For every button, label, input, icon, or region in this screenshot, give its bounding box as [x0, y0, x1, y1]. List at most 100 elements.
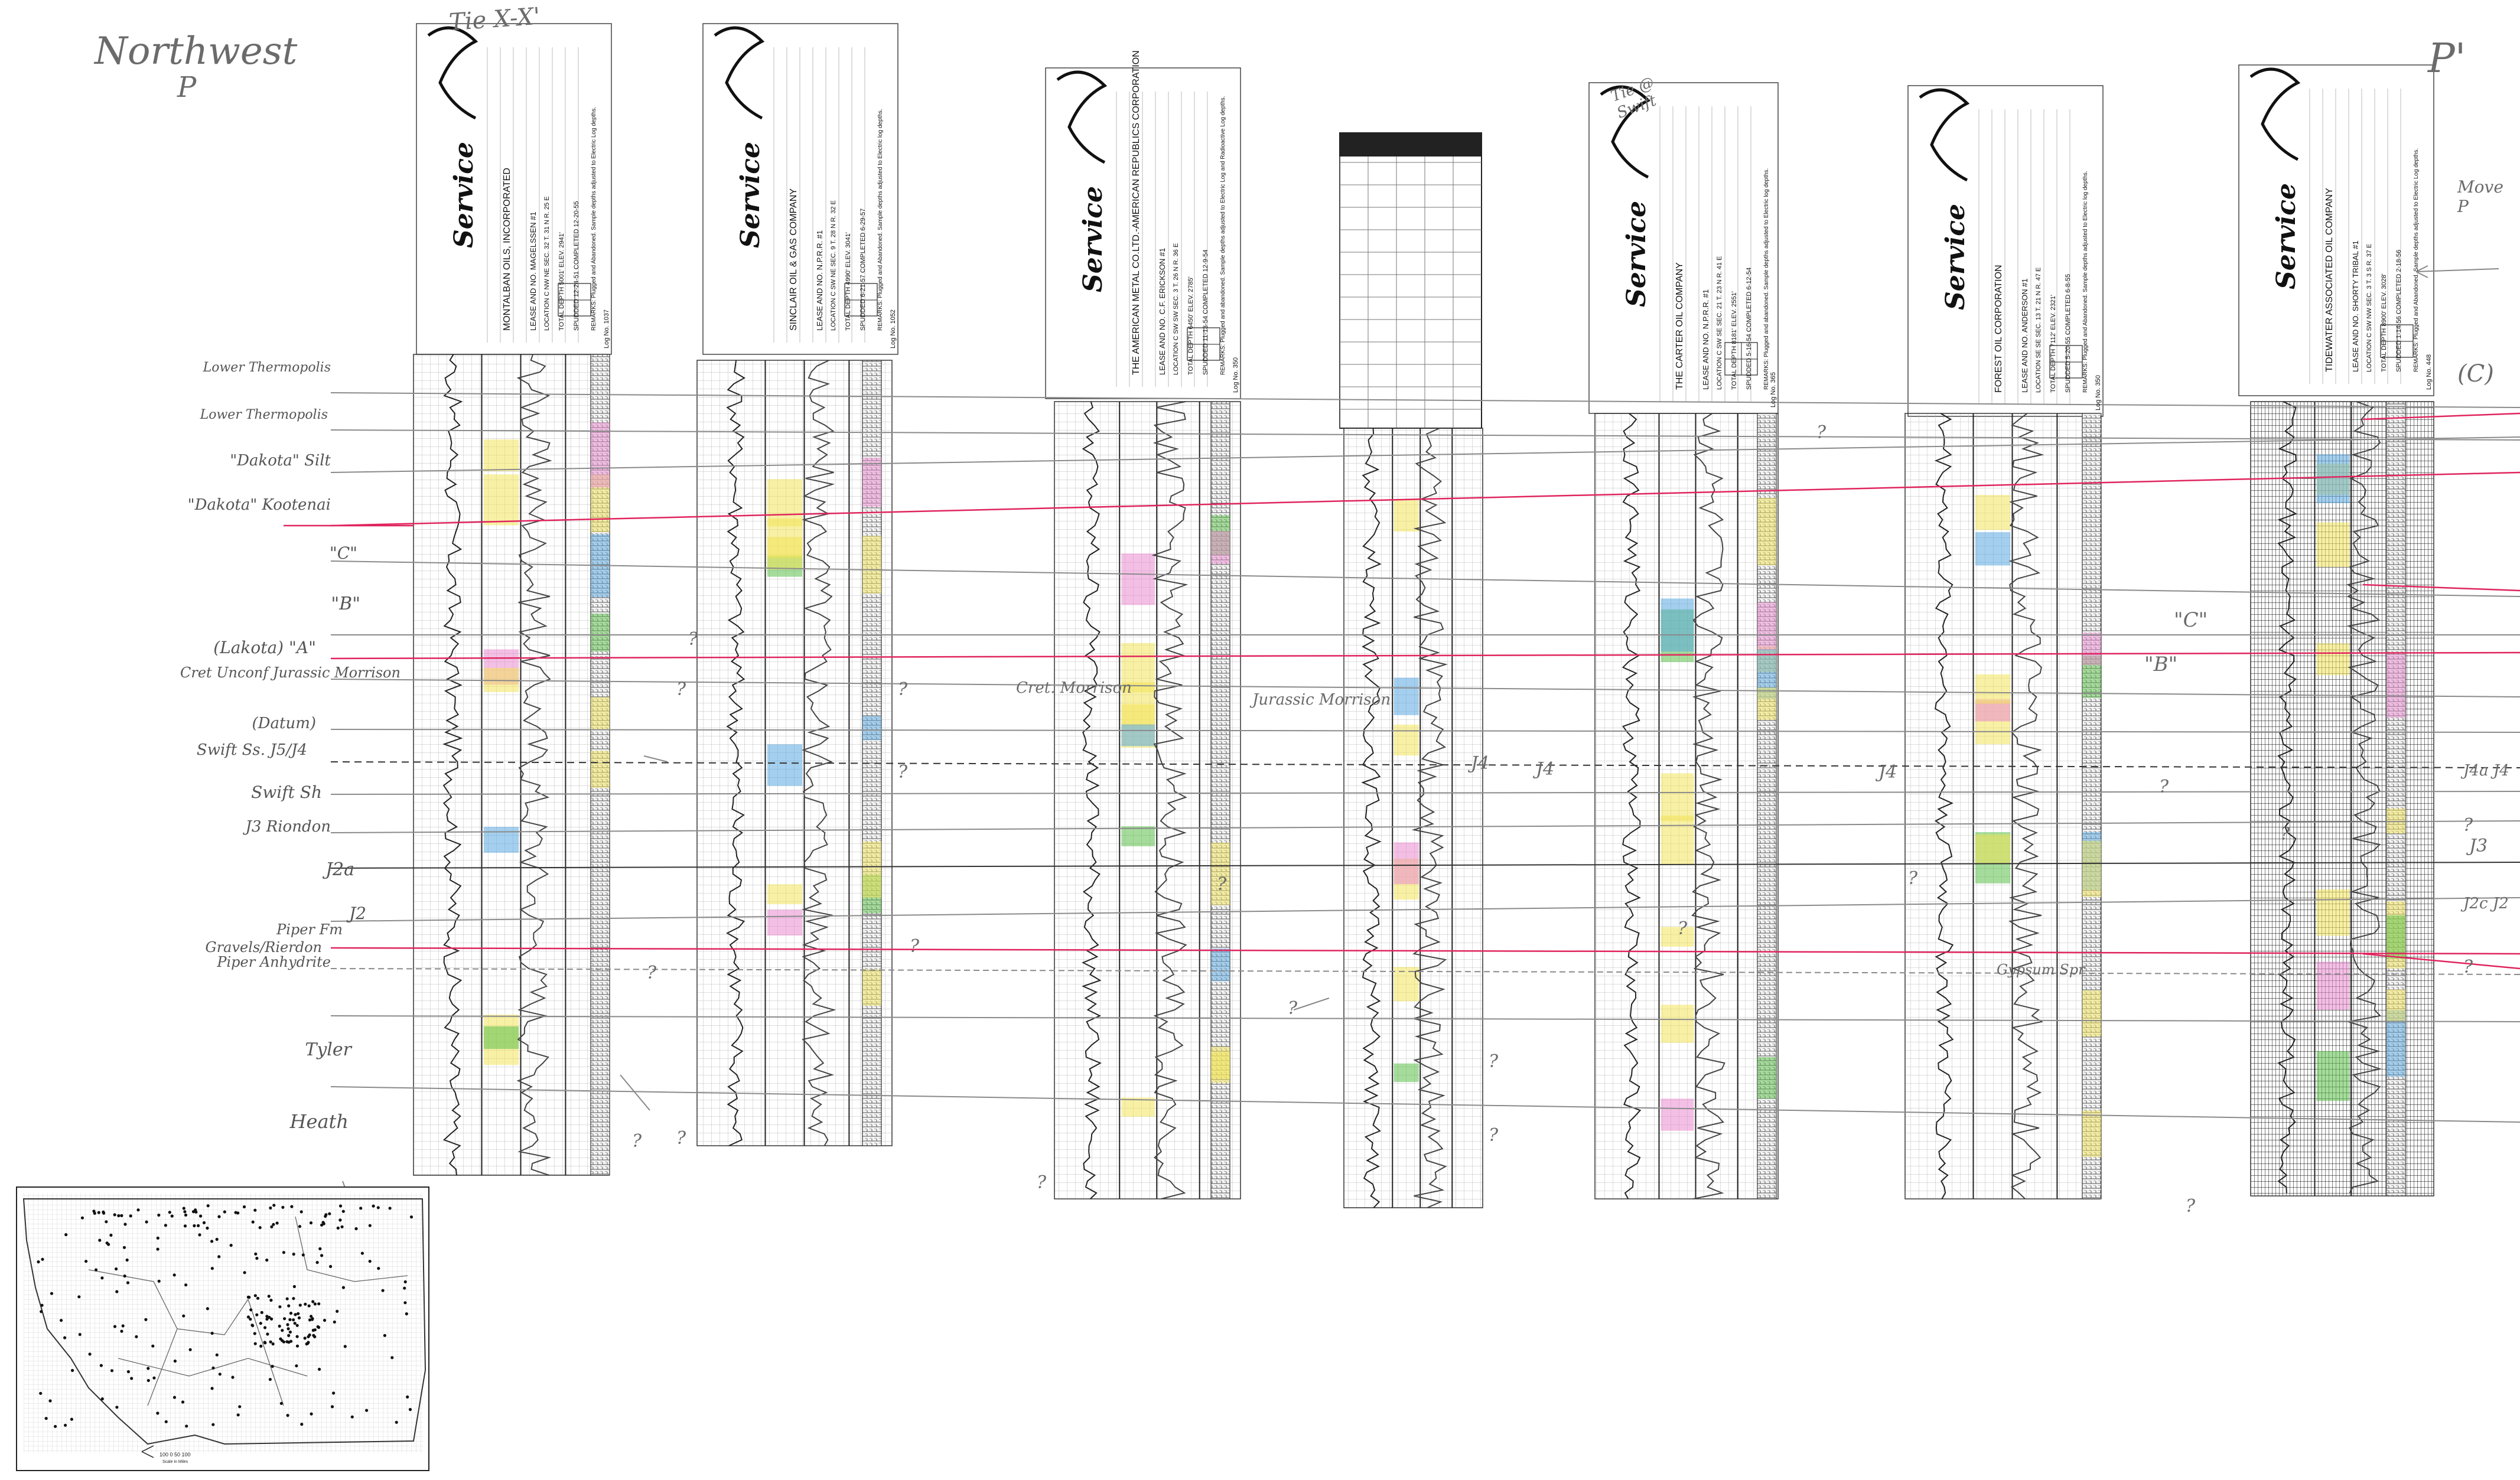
question-mark: ?: [1908, 868, 1918, 889]
lease-name: LEASE AND NO. ANDERSON #1: [2020, 278, 2029, 393]
correlation-line: [330, 947, 2520, 955]
correlation-lines: [284, 392, 2520, 1123]
question-mark: ?: [2280, 824, 2290, 845]
well-dot: [88, 1352, 92, 1356]
zone-highlight: [483, 1026, 519, 1049]
resistivity-curve: [1411, 428, 1448, 1208]
zone-highlight: [2316, 643, 2350, 676]
log-number: Log No. 350: [2095, 375, 2102, 410]
zone-highlight: [1661, 815, 1694, 865]
well-dot: [278, 1324, 281, 1328]
lithology-column: [2082, 413, 2102, 1199]
service-logo-icon: [427, 26, 478, 120]
correlation-line: [330, 436, 2520, 473]
annotation-j4-a: J4: [1471, 753, 1490, 774]
well-dot: [246, 1295, 250, 1299]
zone-highlight: [2316, 889, 2350, 936]
well-dot: [341, 1286, 346, 1289]
well-dot: [253, 1342, 257, 1345]
question-mark: ?: [1816, 422, 1826, 443]
formation-label: "Dakota" Kootenai: [187, 496, 331, 514]
well-dot: [198, 1233, 201, 1237]
well-dot: [286, 1414, 289, 1417]
zone-highlight: [1661, 927, 1694, 947]
service-brand: Service: [1078, 185, 1108, 292]
well-dot: [255, 1257, 259, 1260]
well-dot: [350, 1415, 354, 1419]
zone-highlight: [1394, 842, 1419, 885]
well-dot: [270, 1317, 274, 1321]
question-mark: ?: [1678, 918, 1688, 939]
well-dot: [253, 1332, 256, 1335]
well-dot: [259, 1322, 262, 1325]
total-depth: TOTAL DEPTH 8900' ELEV. 3028': [2381, 273, 2388, 372]
resistivity-curve: [516, 354, 552, 1176]
well-dot: [360, 1251, 364, 1255]
well-dot: [126, 1281, 130, 1285]
well-dot: [99, 1364, 103, 1367]
annotation-c-right: "C": [2174, 608, 2208, 632]
question-mark: ?: [2186, 1196, 2196, 1217]
lease-name: LEASE AND NO. N.P.R.R. #1: [815, 230, 824, 331]
well-dot: [115, 1290, 119, 1293]
well-dot: [251, 1220, 255, 1224]
well-dot: [97, 1211, 100, 1214]
service-logo-icon: [1600, 85, 1651, 179]
well-dot: [77, 1295, 81, 1299]
lithology-column: [2386, 401, 2406, 1197]
well-dot: [318, 1367, 321, 1371]
correlation-line: [330, 761, 2520, 768]
formation-label: "Dakota" Silt: [230, 452, 331, 470]
well-dot: [310, 1315, 313, 1318]
well-dot: [210, 1267, 214, 1270]
zone-highlight: [1121, 724, 1155, 746]
well-dot: [318, 1247, 322, 1251]
well-dot: [123, 1274, 126, 1278]
well-dot: [80, 1216, 84, 1220]
log-number: Log No. 365: [1770, 372, 1777, 408]
well-dot: [125, 1258, 129, 1262]
well-dot: [54, 1424, 57, 1428]
well-dot: [338, 1218, 342, 1222]
zone-highlight: [1394, 677, 1419, 715]
well-dot: [265, 1315, 269, 1318]
zone-highlight: [767, 479, 803, 527]
well-dot: [109, 1233, 113, 1237]
resistivity-curve: [1151, 401, 1189, 1199]
well-dot: [231, 1375, 235, 1379]
correlation-line: [330, 471, 2520, 527]
service-brand: Service: [735, 141, 766, 248]
well-dot: [170, 1214, 174, 1218]
well-dot: [312, 1334, 315, 1337]
total-depth: TOTAL DEPTH 7112' ELEV. 2321': [2050, 294, 2057, 393]
well-dot: [236, 1211, 240, 1215]
well-log-5: [1588, 82, 1779, 1199]
well-dot: [283, 1317, 286, 1321]
well-dot: [309, 1221, 313, 1225]
zone-highlight: [1975, 674, 2011, 704]
well-dot: [253, 1208, 257, 1212]
well-dot: [40, 1310, 43, 1313]
well-dot: [275, 1221, 279, 1225]
zone-highlight: [2316, 522, 2350, 567]
service-logo-icon: [1056, 70, 1108, 164]
well-dot: [381, 1289, 385, 1292]
total-depth: TOTAL DEPTH 4990' ELEV. 3041': [845, 232, 852, 331]
well-dot: [292, 1297, 295, 1300]
question-mark: ?: [1489, 1051, 1499, 1072]
well-dot: [211, 1366, 215, 1370]
well-dot: [333, 1320, 336, 1324]
well-dot: [144, 1318, 148, 1321]
well-dot: [100, 1276, 104, 1280]
well-dot: [271, 1365, 274, 1368]
well-dot: [246, 1315, 250, 1319]
zone-highlight: [1661, 598, 1694, 652]
well-dot: [113, 1213, 116, 1217]
sp-curve: [442, 354, 463, 1176]
formation-label: Swift Sh: [251, 783, 322, 802]
sp-curve: [1622, 413, 1642, 1199]
well-dot: [251, 1324, 255, 1328]
well-dot: [135, 1335, 138, 1338]
zone-highlight: [1661, 1005, 1694, 1043]
well-dot: [168, 1211, 171, 1214]
